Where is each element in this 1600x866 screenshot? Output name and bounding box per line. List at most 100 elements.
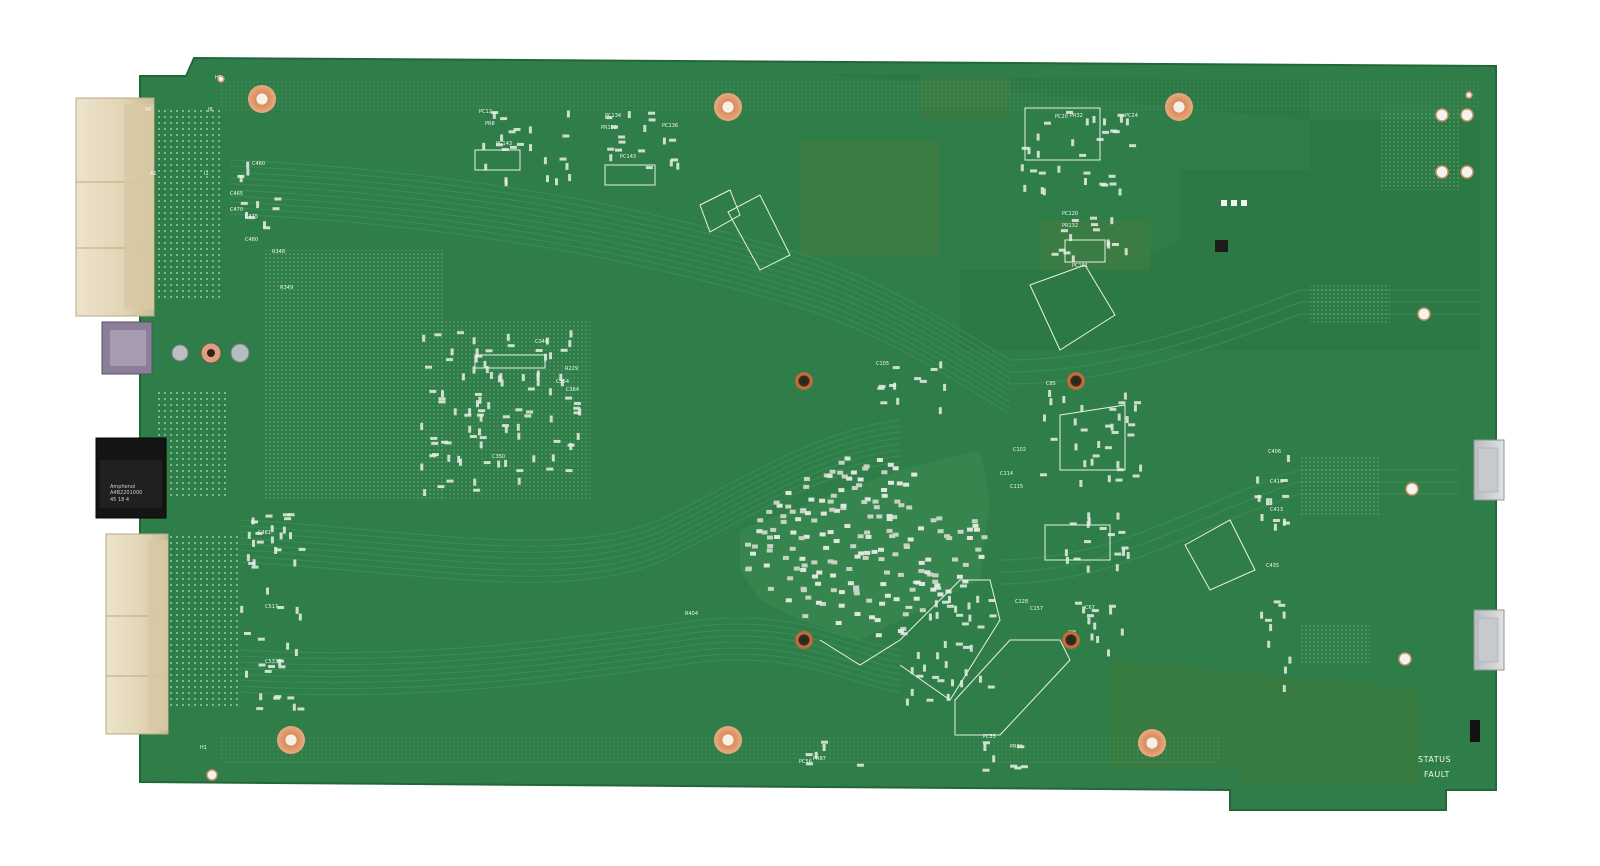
smd-pad	[805, 595, 812, 600]
smd-pad	[903, 482, 910, 487]
smd-pad	[799, 556, 806, 561]
smd-component	[252, 559, 256, 567]
smd-pad	[850, 470, 857, 475]
smd-component	[468, 425, 472, 433]
smd-component	[573, 411, 581, 415]
smd-component	[607, 147, 615, 151]
smd-component	[1283, 521, 1290, 525]
reference-designator: PC151	[1072, 263, 1089, 269]
reference-designator: C346	[535, 339, 549, 345]
smd-component	[1109, 607, 1113, 615]
smd-component	[256, 540, 264, 544]
smd-component	[1126, 552, 1130, 559]
smd-component	[611, 125, 618, 129]
smd-component	[1074, 443, 1078, 451]
smd-component	[977, 625, 985, 629]
smd-pad	[790, 530, 797, 535]
smd-component	[565, 469, 573, 473]
smd-component	[264, 669, 272, 673]
smd-pad	[816, 570, 823, 575]
smd-component	[464, 413, 472, 417]
reference-designator: C413	[1270, 507, 1284, 513]
smd-pad	[844, 524, 851, 528]
smd-component	[527, 387, 535, 391]
smd-component	[960, 680, 964, 688]
smd-component	[932, 675, 940, 679]
smd-component	[878, 384, 886, 388]
smd-component	[553, 439, 561, 443]
smd-component	[916, 652, 920, 659]
smd-component	[1121, 546, 1129, 550]
smd-component	[425, 365, 432, 369]
reference-designator: C481	[258, 530, 272, 536]
smd-pad	[891, 515, 898, 520]
trace-bundle-right	[999, 289, 1480, 585]
smd-component	[474, 355, 478, 363]
smd-component	[877, 386, 885, 390]
smd-pad	[840, 503, 847, 508]
smd-component	[1091, 609, 1099, 613]
smd-component	[889, 384, 897, 387]
smd-component	[468, 408, 472, 416]
via-field-right2	[1310, 285, 1390, 325]
smd-pad	[785, 598, 792, 603]
smd-pad	[773, 500, 780, 505]
smd-component	[461, 373, 465, 381]
smd-component	[1048, 390, 1052, 397]
smd-component	[905, 698, 909, 706]
smd-pad	[756, 529, 763, 534]
mounting-hole-5	[714, 726, 742, 754]
smd-component	[1106, 239, 1110, 247]
mounting-hole-4	[277, 726, 305, 754]
smd-component	[546, 467, 554, 471]
smd-component	[910, 688, 914, 696]
smd-component	[1079, 479, 1083, 487]
smd-component	[919, 379, 927, 383]
fault-label: FAULT	[1424, 770, 1450, 779]
smd-pad	[789, 509, 796, 514]
smd-pad	[919, 582, 926, 586]
reference-designator: C533	[265, 659, 279, 665]
smd-component	[1066, 110, 1073, 114]
smd-pad	[892, 466, 899, 471]
smd-component	[1102, 130, 1110, 134]
smd-components	[237, 110, 1292, 772]
smd-component	[506, 333, 510, 341]
smd-component	[268, 665, 275, 668]
smd-pad	[957, 529, 964, 534]
smd-component	[1119, 115, 1123, 123]
smd-pad	[880, 582, 887, 587]
smd-pad	[934, 583, 941, 588]
smd-pad	[751, 544, 758, 549]
smd-component	[1260, 514, 1264, 521]
smd-component	[1273, 523, 1277, 531]
smd-component	[573, 402, 581, 405]
reference-designator: R349	[280, 285, 294, 291]
smd-pad	[803, 534, 810, 539]
smd-component	[482, 142, 486, 150]
smd-component	[988, 599, 996, 602]
smd-component	[1096, 636, 1100, 643]
smd-pad	[811, 560, 818, 565]
smd-pad	[936, 516, 943, 521]
smd-component	[1282, 518, 1286, 526]
smd-pad	[846, 476, 853, 481]
smd-component	[1114, 552, 1122, 556]
smd-component	[475, 348, 479, 356]
smd-pad	[918, 569, 925, 573]
smd-component	[983, 744, 987, 751]
smd-component	[1087, 512, 1091, 520]
smd-component	[478, 428, 481, 436]
smd-pad	[865, 534, 872, 539]
status-label: STATUS	[1418, 755, 1452, 764]
smd-component	[1075, 601, 1082, 605]
mounting-hole-6	[1138, 729, 1166, 757]
smd-component	[459, 458, 462, 466]
smd-component	[562, 134, 570, 138]
smd-component	[1134, 401, 1142, 405]
smd-component	[517, 432, 521, 440]
connector-code: 45 18 4	[110, 496, 130, 503]
smd-component	[504, 179, 508, 187]
smd-component	[1083, 171, 1091, 175]
smd-pad	[884, 570, 890, 575]
